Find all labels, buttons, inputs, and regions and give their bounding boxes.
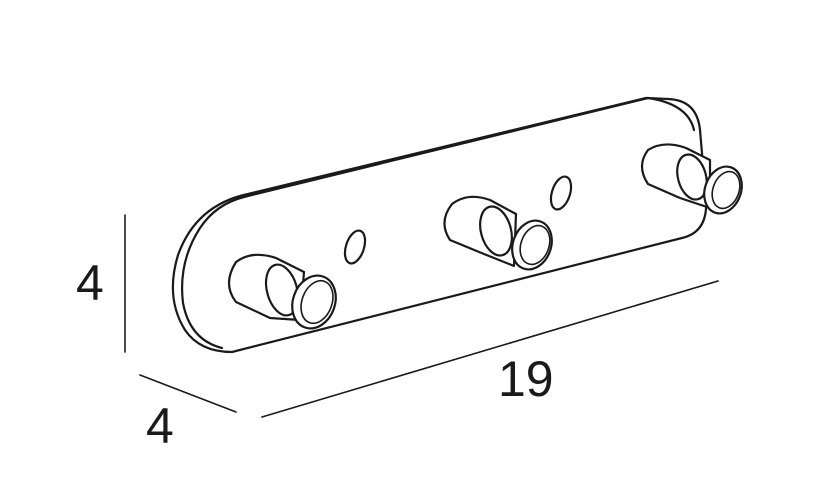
hook-right (640, 143, 743, 215)
width-dimension-line (261, 280, 719, 418)
screw-hole-left (343, 229, 367, 265)
height-dimension-label: 4 (76, 255, 104, 311)
depth-dimension-line (139, 374, 237, 413)
base-plate (171, 96, 708, 354)
width-dimension-label: 19 (498, 351, 554, 407)
hook-left (227, 253, 337, 330)
depth-dimension-label: 4 (146, 398, 174, 454)
hook-middle (443, 195, 553, 271)
screw-hole-right (549, 175, 573, 211)
